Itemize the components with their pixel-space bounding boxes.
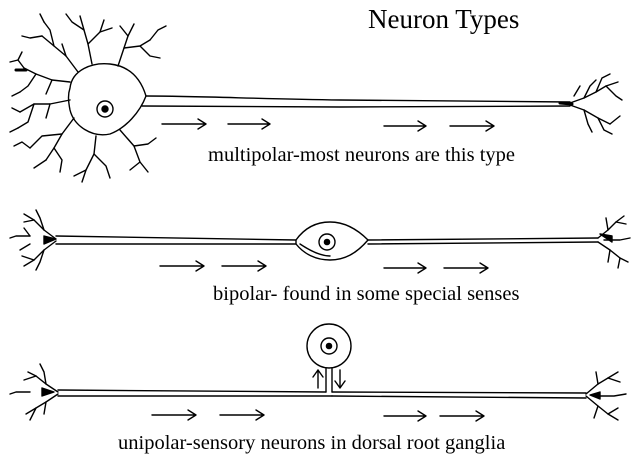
multipolar-axon [142, 96, 570, 107]
bipolar-neuron [10, 210, 630, 273]
multipolar-cell-body [69, 64, 147, 135]
unipolar-right-branches [586, 372, 626, 420]
multipolar-flow-arrows [162, 119, 494, 131]
bipolar-cell-body [296, 222, 368, 260]
unipolar-stem-arrows [313, 370, 345, 388]
multipolar-caption: multipolar-most neurons are this type [208, 145, 515, 166]
bipolar-axon-terminals [598, 216, 630, 268]
bipolar-flow-arrows [160, 261, 488, 273]
multipolar-dendrites [10, 14, 166, 182]
multipolar-axon-terminals [570, 74, 622, 134]
bipolar-caption: bipolar- found in some special senses [213, 284, 519, 305]
unipolar-left-branches [10, 364, 58, 420]
unipolar-flow-arrows [152, 410, 484, 421]
unipolar-neuron [10, 324, 626, 421]
diagram-title: Neuron Types [368, 6, 519, 33]
unipolar-caption: unipolar-sensory neurons in dorsal root … [118, 433, 505, 454]
bipolar-dendrites [10, 210, 56, 270]
